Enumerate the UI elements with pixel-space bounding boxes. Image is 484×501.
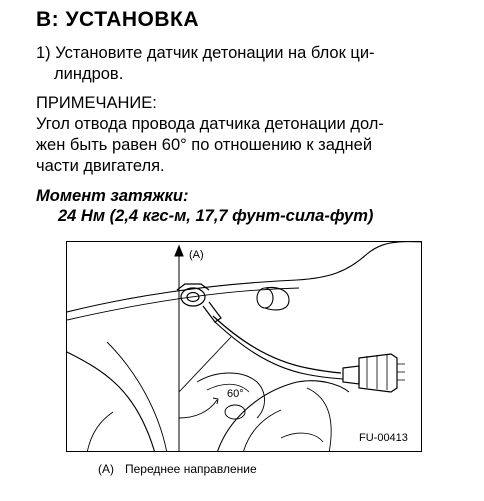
- engine-block-outline: [67, 242, 421, 313]
- note-label: ПРИМЕЧАНИЕ:: [36, 94, 157, 112]
- wire-connector: [342, 353, 405, 393]
- caption-tag: (A): [98, 462, 114, 476]
- pulley-inner: [206, 383, 250, 393]
- block-boss: [256, 286, 290, 311]
- note-line-3: части двигателя.: [36, 157, 165, 175]
- bracket-left: [87, 411, 114, 451]
- fastener: [224, 404, 246, 420]
- torque-label: Момент затяжки:: [36, 187, 189, 205]
- caption-text: Переднее направление: [125, 462, 257, 476]
- lower-structure-3: [217, 380, 350, 451]
- step-1-instruction: 1) Установите датчик детонации на блок ц…: [36, 43, 464, 85]
- hose-curve: [306, 387, 332, 451]
- note-line-2: жен быть равен 60° по отношению к задней: [36, 136, 373, 154]
- pulley-curve: [196, 372, 265, 419]
- note-block: ПРИМЕЧАНИЕ: Угол отвода провода датчика …: [36, 93, 464, 177]
- sensor-wire: [212, 315, 342, 374]
- angle-arc: [178, 399, 218, 419]
- step-1-line-2: линдров.: [54, 65, 124, 83]
- callout-front-direction: (A): [189, 249, 204, 261]
- angle-label: 60°: [227, 388, 244, 400]
- installation-figure: (A) 60° FU-00413: [66, 241, 422, 452]
- step-1-line-1: 1) Установите датчик детонации на блок ц…: [36, 44, 375, 62]
- lower-structure-1: [67, 351, 155, 451]
- angle-reference-line: [178, 336, 232, 393]
- lower-structure-2: [106, 341, 168, 451]
- knock-sensor-illustration: [67, 242, 421, 451]
- figure-caption: (A) Переднее направление: [98, 462, 257, 476]
- torque-value: 24 Нм (2,4 кгс-м, 17,7 фунт-сила-фут): [58, 207, 374, 225]
- front-direction-arrow: [174, 244, 184, 257]
- figure-code: FU-00413: [359, 432, 408, 444]
- section-heading: B: УСТАНОВКА: [36, 8, 200, 31]
- lower-structure-4: [243, 409, 282, 451]
- note-line-1: Угол отвода провода датчика детонации до…: [36, 115, 384, 133]
